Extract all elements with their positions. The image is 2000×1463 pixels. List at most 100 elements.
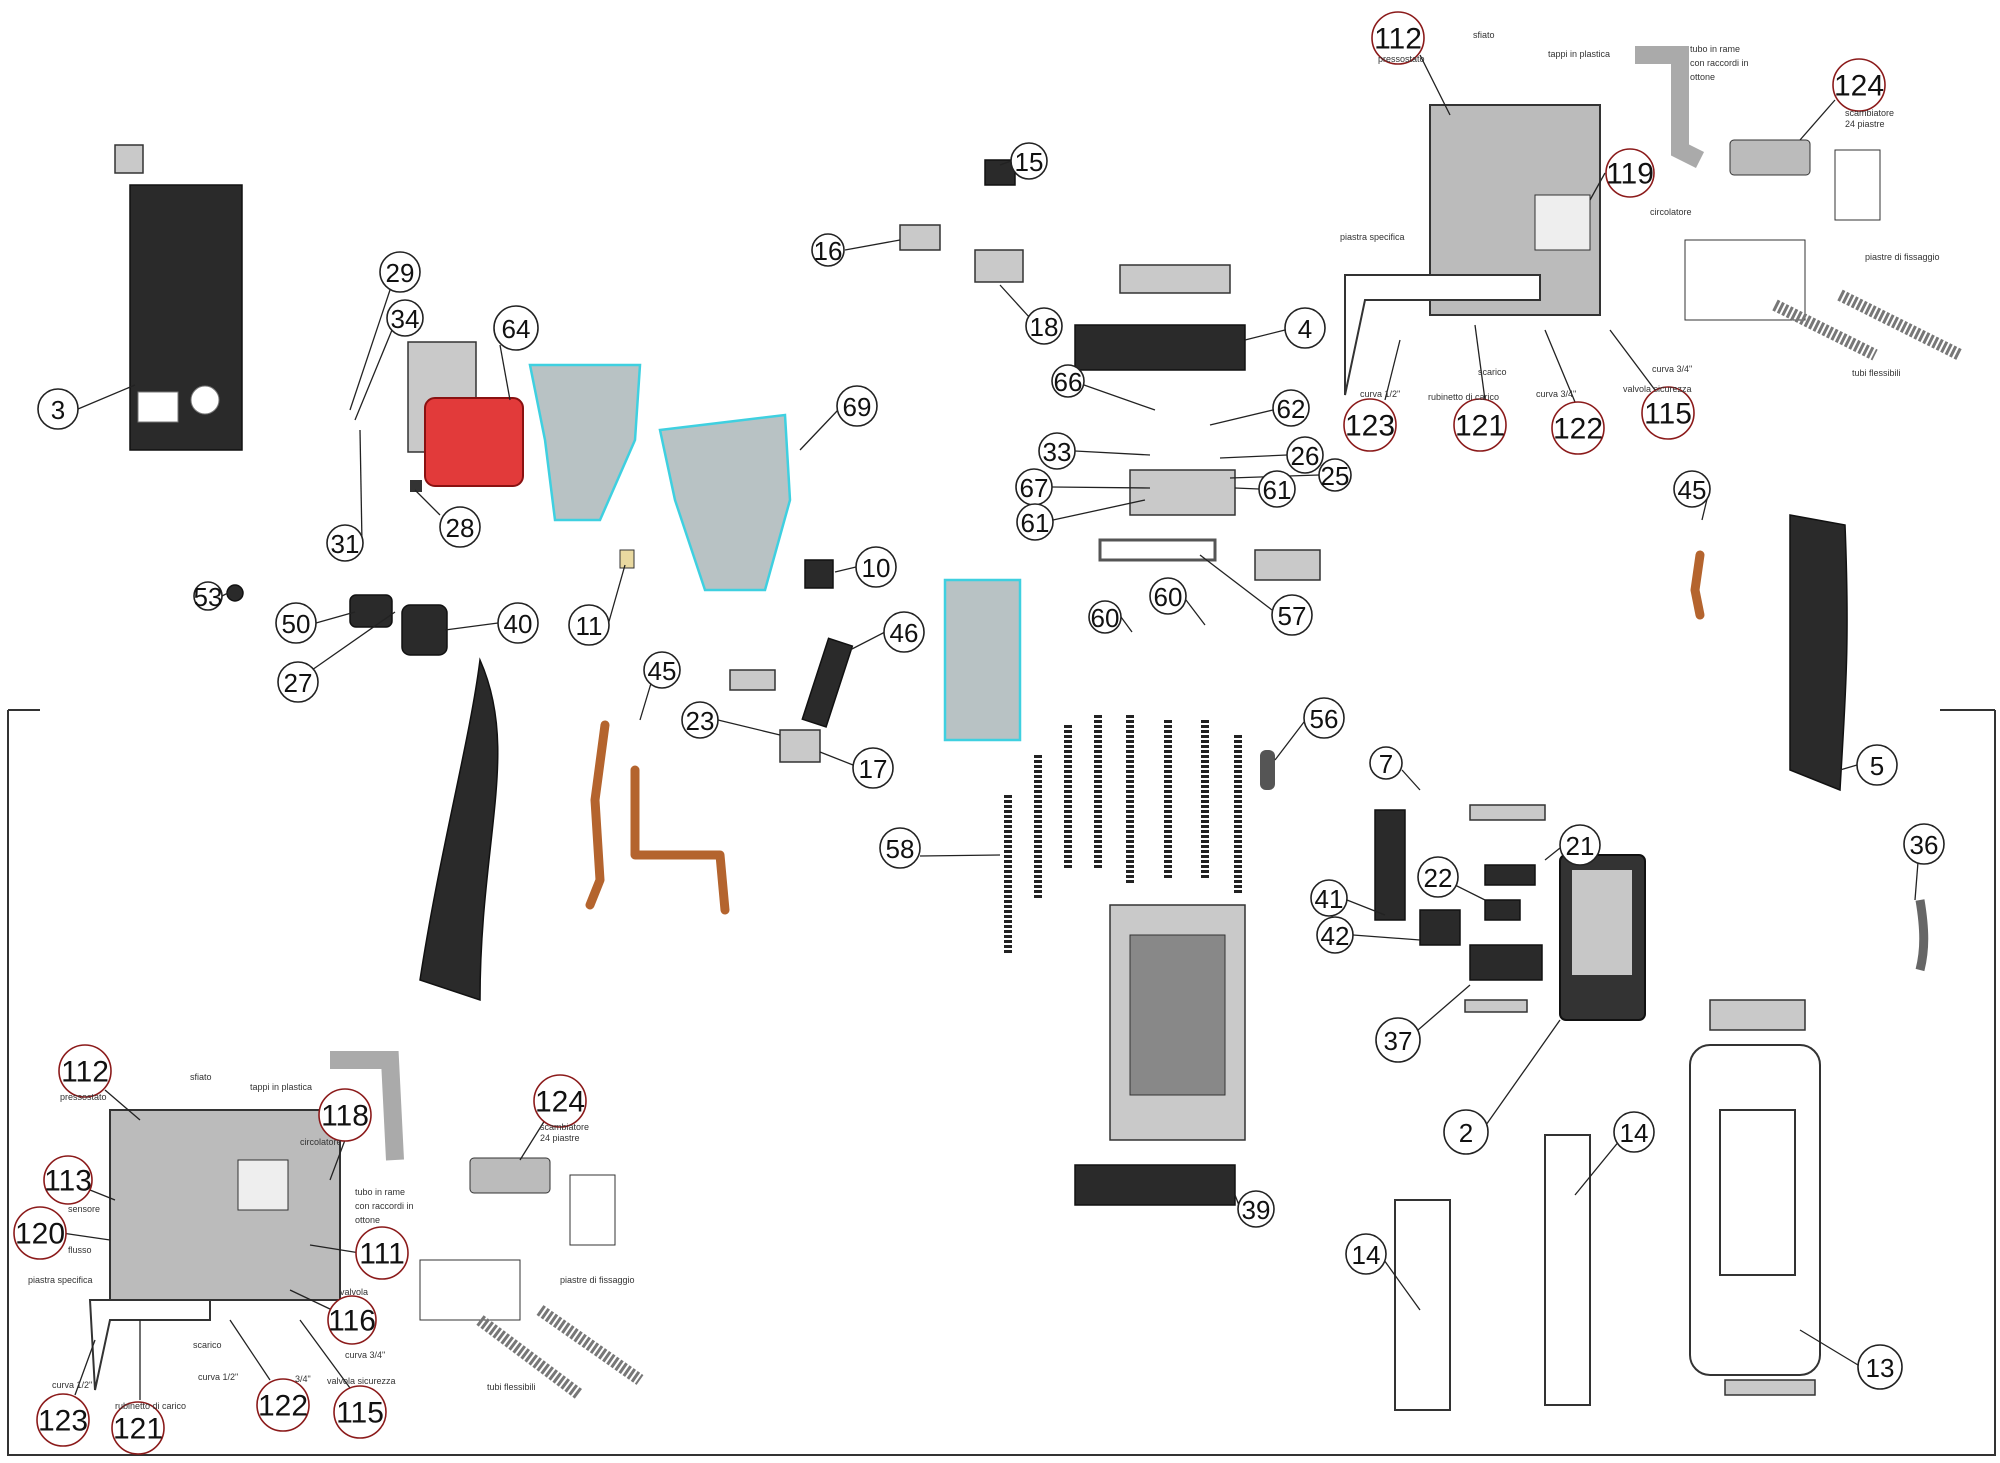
kit-bottom-callout-circle xyxy=(111,1401,165,1455)
note-tubo3-top: ottone xyxy=(1690,72,1715,82)
main-callout-circle xyxy=(1303,697,1345,739)
main-leader-line xyxy=(1185,599,1206,626)
main-callout-number: 69 xyxy=(843,392,872,422)
part-screw-28 xyxy=(410,480,422,492)
part-side-panel-cyan xyxy=(943,578,1022,742)
part-lid-top xyxy=(1119,264,1231,294)
main-callout-circle xyxy=(1857,1344,1903,1390)
main-callout-42: 42 xyxy=(1316,916,1421,954)
main-callout-46: 46 xyxy=(849,611,925,653)
note-piastre-fissaggio-bottom: piastre di fissaggio xyxy=(560,1275,635,1285)
kit-bottom-callout-number: 124 xyxy=(535,1086,585,1119)
main-leader-line xyxy=(315,611,356,624)
main-callout-circle xyxy=(1149,577,1187,615)
main-leader-line xyxy=(607,564,626,626)
part-clip-16 xyxy=(899,224,941,251)
part-side-panel-right-5 xyxy=(1789,514,1848,792)
note-valvola-bottom: valvola sicurezza xyxy=(327,1376,396,1386)
main-callout-53: 53 xyxy=(193,581,229,612)
main-callout-67: 67 xyxy=(1015,468,1151,506)
main-callout-45: 45 xyxy=(639,651,681,721)
main-leader-line xyxy=(1346,899,1386,916)
note-curva-half-a-bottom: curva 1/2" xyxy=(52,1380,92,1390)
main-callout-number: 16 xyxy=(814,236,843,266)
main-leader-line xyxy=(1274,721,1305,761)
part-bolt-56 xyxy=(1260,750,1275,790)
part-back-panel-cutout xyxy=(137,391,179,423)
main-callout-number: 21 xyxy=(1566,831,1595,861)
main-callout-62: 62 xyxy=(1209,389,1310,427)
kit-top-callout-123: 123 xyxy=(1343,339,1401,452)
kit-bottom-callout-number: 120 xyxy=(15,1218,65,1251)
main-leader-line xyxy=(414,489,441,516)
main-callout-circle xyxy=(811,233,845,267)
kit-bottom-callout-number: 122 xyxy=(258,1390,308,1423)
note-curva-34a-top: curva 3/4" xyxy=(1536,389,1576,399)
main-callout-circle xyxy=(277,661,319,703)
note-tubo1-bottom: tubo in rame xyxy=(355,1187,405,1197)
kit-bottom-leader-line xyxy=(61,1232,111,1241)
main-callout-circle xyxy=(1613,1111,1655,1153)
main-callout-number: 39 xyxy=(1242,1195,1271,1225)
main-leader-line xyxy=(77,384,136,410)
main-callout-circle xyxy=(855,546,897,588)
kit-bottom-callout-circle xyxy=(355,1226,409,1280)
part-fan-50 xyxy=(349,594,393,628)
main-callout-31: 31 xyxy=(326,429,364,562)
part-auger-46 xyxy=(801,637,854,728)
main-callout-circle xyxy=(1025,307,1063,345)
main-leader-line xyxy=(1051,486,1151,489)
note-scarico-top: scarico xyxy=(1478,367,1507,377)
kit-top-callout-number: 112 xyxy=(1374,23,1422,56)
main-callout-10: 10 xyxy=(834,546,897,588)
part-copper-pipe-a xyxy=(585,720,610,910)
note-sfiato-top: sfiato xyxy=(1473,30,1495,40)
part-bar-21a xyxy=(1469,804,1546,821)
main-callout-7: 7 xyxy=(1369,746,1421,791)
main-leader-line xyxy=(1485,1019,1561,1126)
main-leader-line xyxy=(444,622,499,631)
kit-bottom-callout-number: 118 xyxy=(321,1100,369,1133)
note-curva-34b-bottom: 3/4" xyxy=(295,1374,311,1384)
kit-top-callout-circle xyxy=(1371,11,1425,65)
main-leader-line xyxy=(1199,554,1273,611)
main-callout-61: 61 xyxy=(1016,499,1146,541)
kit-bottom-callout-115: 115 xyxy=(299,1319,387,1439)
part-copper-tube-bottom xyxy=(330,1051,404,1161)
main-callout-number: 34 xyxy=(391,304,420,334)
main-callout-circle xyxy=(379,251,421,293)
note-curva-34a-bottom: curva 3/4" xyxy=(345,1350,385,1360)
note-scambiatore2-bottom: 24 piastre xyxy=(540,1133,580,1143)
kit-bottom-callout-circle xyxy=(333,1385,387,1439)
kit-top-callout-121: 121 xyxy=(1453,324,1507,452)
main-callout-number: 46 xyxy=(890,618,919,648)
main-leader-line xyxy=(834,566,857,573)
main-callout-29: 29 xyxy=(349,251,421,411)
note-valvola-short-bottom: valvola xyxy=(340,1287,368,1297)
note-pressostato-bottom: pressostato xyxy=(60,1092,107,1102)
part-side-trim-14b xyxy=(1544,1134,1591,1406)
kit-bottom-callout-120: 120 xyxy=(13,1206,111,1260)
note-scambiatore1-bottom: scambiatore xyxy=(540,1122,589,1132)
main-callout-number: 7 xyxy=(1379,749,1393,779)
kit-bottom-leader-line xyxy=(519,1119,546,1161)
main-callout-4: 4 xyxy=(1244,307,1326,349)
main-callout-number: 10 xyxy=(862,553,891,583)
main-callout-26: 26 xyxy=(1219,436,1324,474)
main-callout-circle xyxy=(879,827,921,869)
note-tubo3-bottom: ottone xyxy=(355,1215,380,1225)
kit-bottom-callout-124: 124 xyxy=(519,1074,587,1161)
main-leader-line xyxy=(1544,847,1561,861)
main-callout-circle xyxy=(1369,746,1403,780)
part-motor-17 xyxy=(779,729,821,763)
kit-bottom-leader-line xyxy=(229,1319,271,1381)
main-callout-circle xyxy=(1271,594,1313,636)
note-rubinetto-bottom: rubinetto di carico xyxy=(115,1401,186,1411)
kit-bottom-callout-number: 115 xyxy=(336,1397,384,1430)
main-callout-2: 2 xyxy=(1443,1019,1561,1155)
main-callout-number: 45 xyxy=(648,656,677,686)
part-small-plate xyxy=(114,144,144,174)
kit-bottom-callout-number: 123 xyxy=(38,1405,88,1438)
main-callout-number: 33 xyxy=(1043,437,1072,467)
